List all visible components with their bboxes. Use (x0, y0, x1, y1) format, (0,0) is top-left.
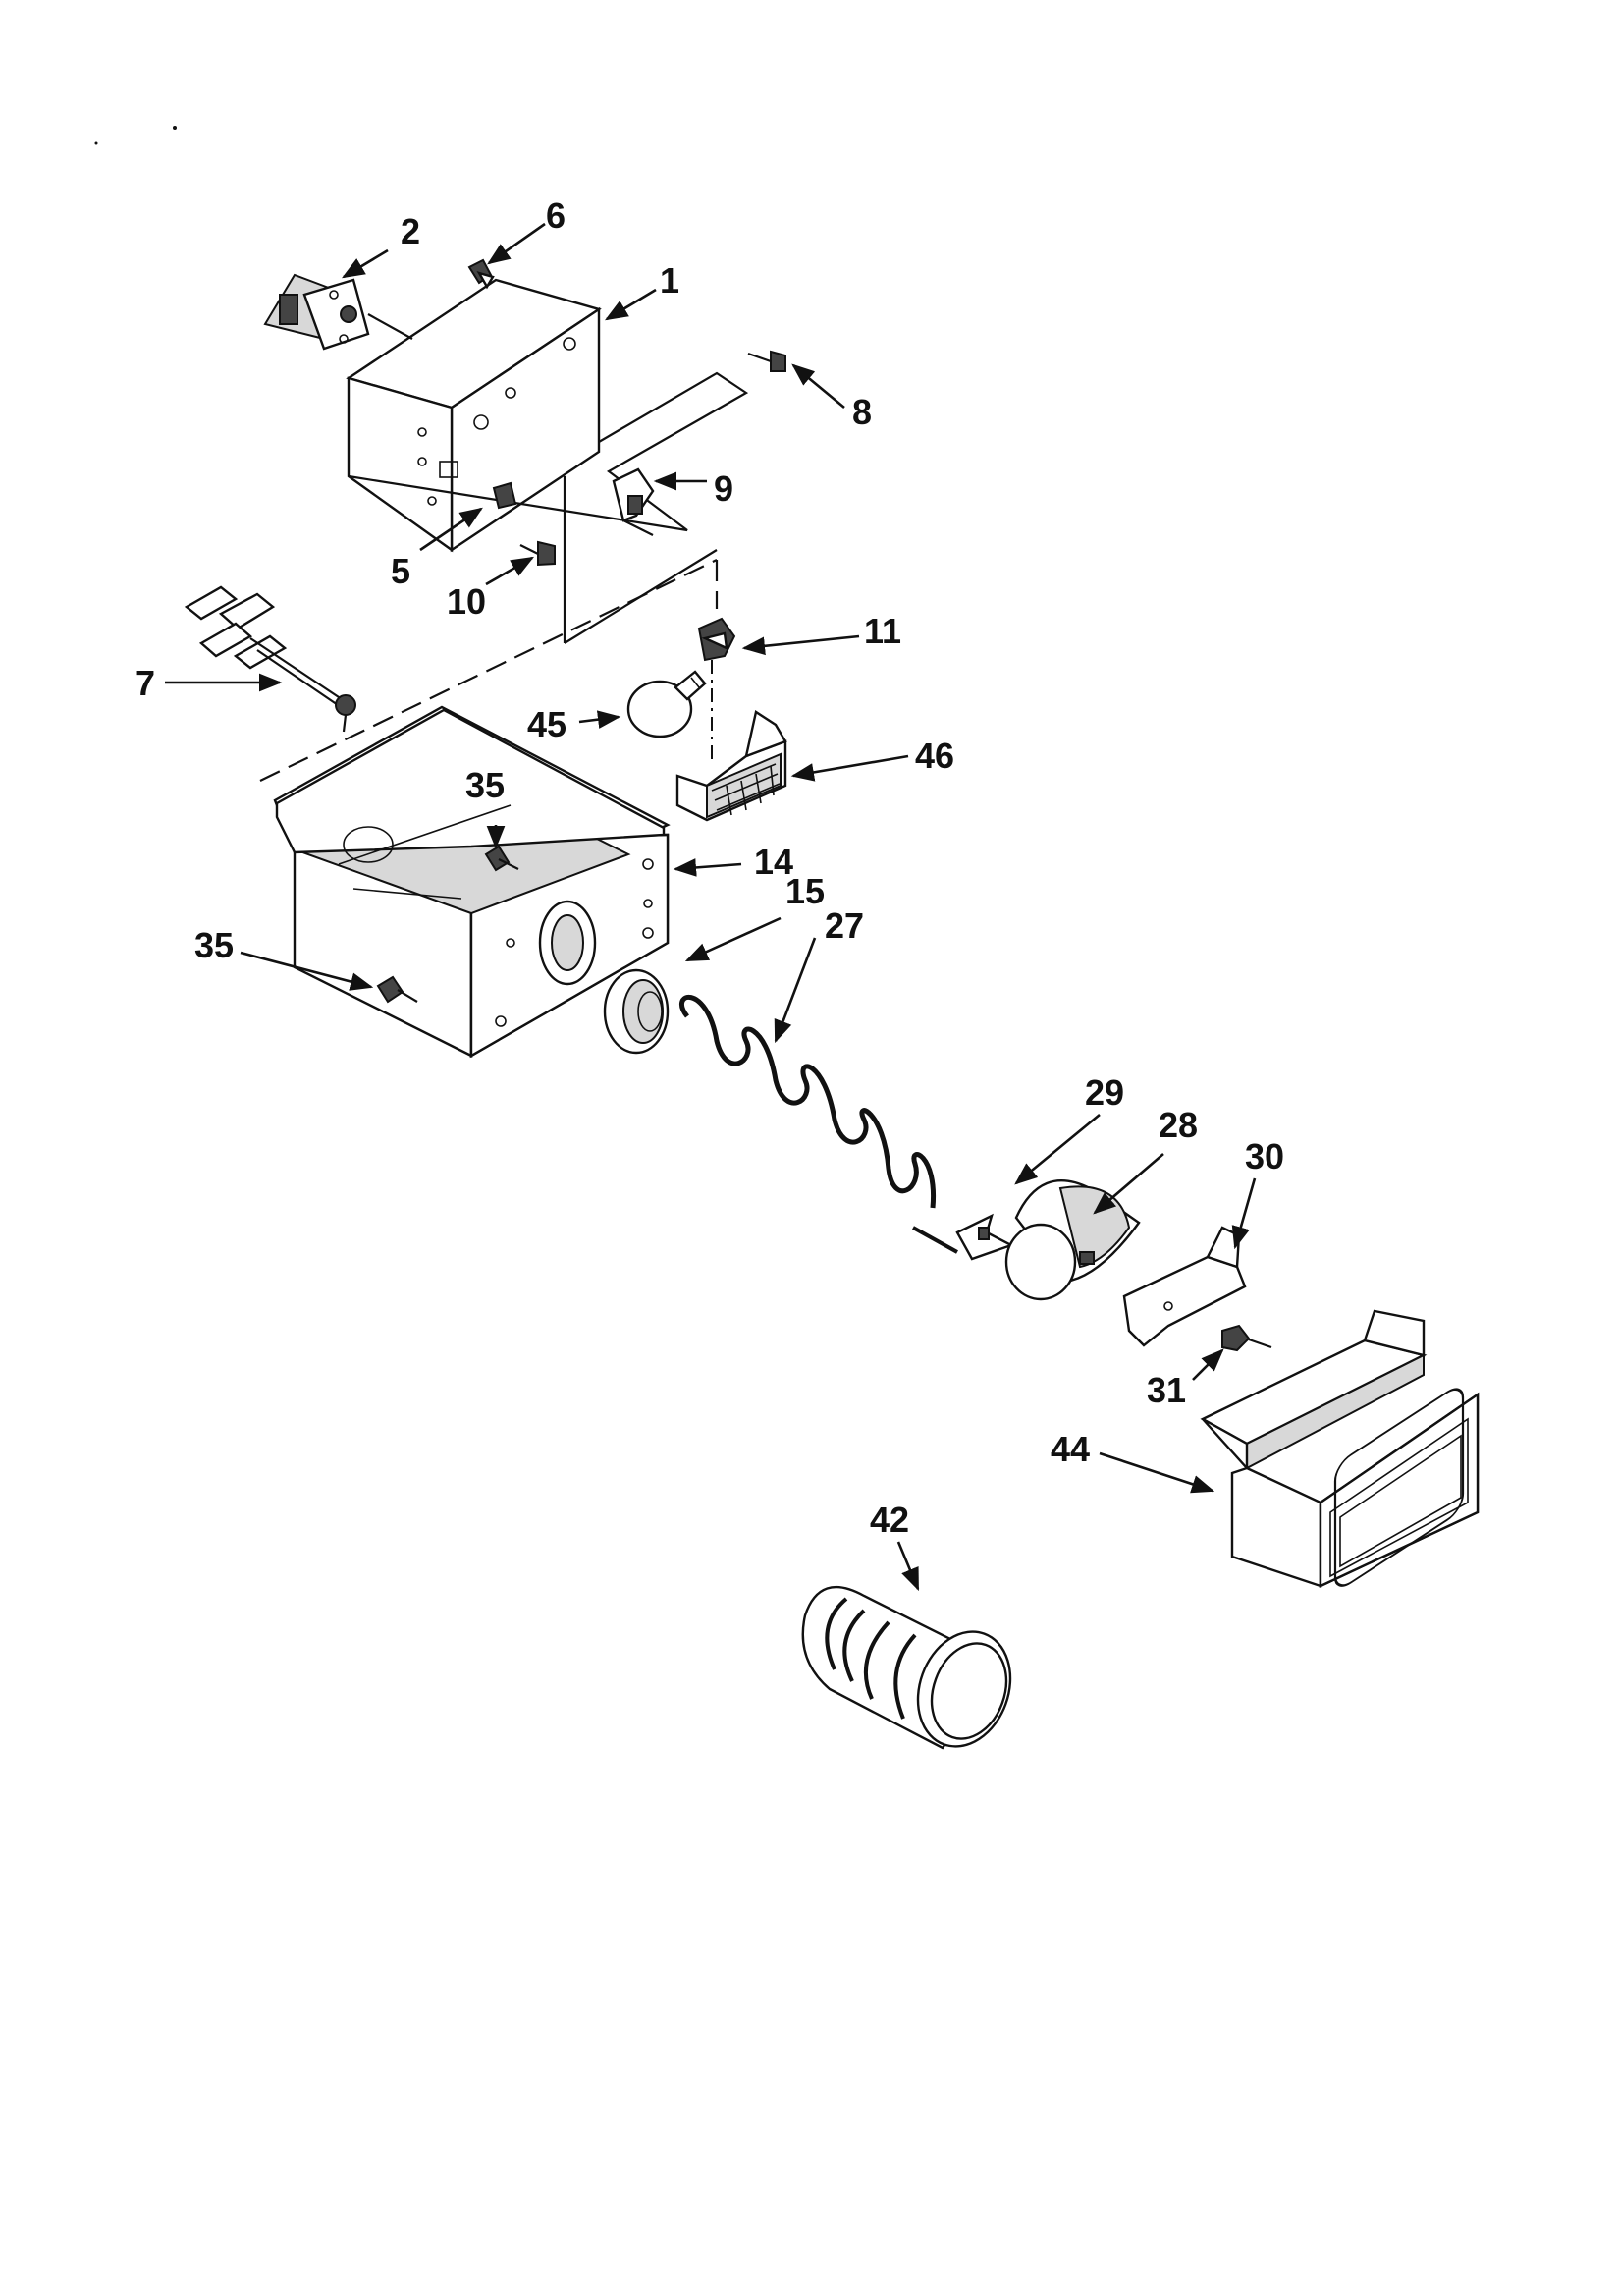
callout-35-upper: 35 (465, 765, 505, 805)
callout-2: 2 (401, 211, 420, 251)
callout-8: 8 (852, 392, 872, 432)
callout-44: 44 (1051, 1429, 1090, 1469)
part-44-front-cover (1200, 1309, 1480, 1588)
callout-45: 45 (527, 704, 566, 744)
harness-wire-route (259, 559, 718, 782)
part-35-screw-upper (484, 845, 519, 872)
part-45-bulb (626, 670, 707, 738)
callout-15: 15 (785, 871, 825, 911)
callout-10: 10 (447, 581, 486, 622)
callout-14: 14 (754, 842, 793, 882)
part-30-bracket (1122, 1226, 1247, 1347)
scan-speck (173, 126, 177, 130)
part-31-nut (1221, 1324, 1272, 1352)
part-10-screw (519, 540, 556, 567)
callout-28: 28 (1159, 1105, 1198, 1145)
part-1-wire-loop (348, 371, 749, 532)
part-6-clip (467, 258, 495, 290)
callout-1: 1 (660, 260, 679, 301)
part-11-lamp-socket (697, 617, 736, 662)
callout-27: 27 (825, 905, 864, 946)
callout-42: 42 (870, 1500, 909, 1540)
part-9-bracket (612, 467, 655, 536)
part-42-chute (801, 1586, 1012, 1750)
part-14-housing (273, 705, 671, 1059)
part-15-bushing (603, 968, 670, 1055)
callout-31: 31 (1147, 1370, 1186, 1410)
part-7-wire-harness (184, 585, 356, 733)
part-5-connector (492, 481, 517, 510)
callout-9: 9 (714, 468, 733, 509)
callout-arrows (165, 222, 1257, 1592)
callout-7: 7 (135, 663, 155, 703)
callout-6: 6 (546, 195, 566, 236)
callout-5: 5 (391, 551, 410, 591)
callout-46: 46 (915, 736, 954, 776)
part-29-blade (955, 1213, 1015, 1261)
callout-35-lower: 35 (194, 925, 234, 965)
callout-11: 11 (864, 611, 901, 651)
part-1-control-box (346, 278, 602, 553)
callout-labels: 2 6 1 8 9 5 10 7 11 45 46 35 14 15 27 35… (135, 195, 1284, 1540)
auger-shaft (912, 1226, 958, 1254)
part-35-screw-lower (376, 975, 418, 1004)
scan-speck (94, 141, 98, 145)
callout-30: 30 (1245, 1136, 1284, 1176)
part-28-auger-drum (1004, 1179, 1141, 1301)
part-46-lamp-shield (675, 710, 787, 822)
part-27-auger-spring (679, 995, 937, 1209)
callout-29: 29 (1085, 1072, 1124, 1113)
part-8-screw (747, 350, 786, 372)
part-2-motor (263, 273, 413, 351)
